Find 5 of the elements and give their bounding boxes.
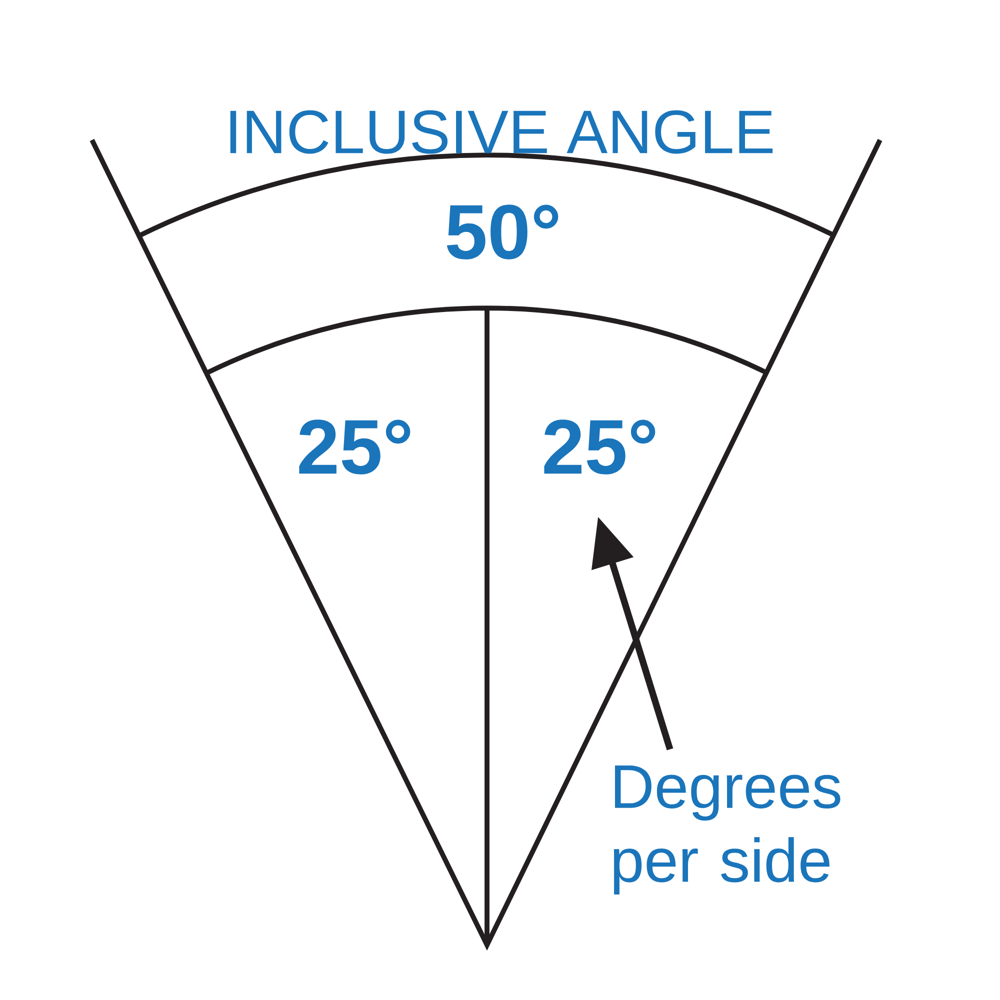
heading: INCLUSIVE ANGLE: [230, 110, 773, 154]
angle-value: 25°: [544, 420, 656, 474]
angle-value: 50°: [446, 204, 558, 260]
callout-text: Degrees per side: [614, 766, 840, 894]
angle-value: 25°: [299, 420, 410, 474]
